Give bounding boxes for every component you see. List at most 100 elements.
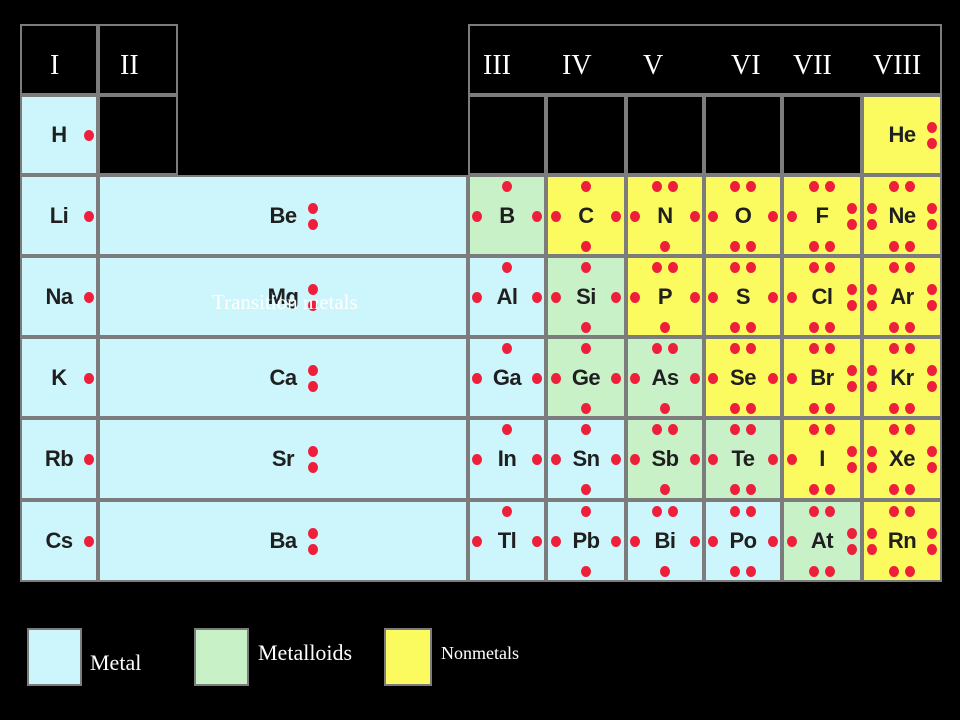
electron-dot (889, 342, 899, 354)
electron-dot (825, 506, 835, 517)
element-symbol: Ga (492, 364, 522, 390)
electron-dot (927, 299, 937, 311)
electron-dot (825, 321, 835, 333)
element-symbol: As (651, 364, 679, 390)
electron-dot (889, 506, 899, 517)
electron-dot (84, 291, 94, 303)
legend-label-nonmetals: Nonmetals (441, 643, 519, 663)
electron-dot (847, 528, 857, 539)
empty-cell (468, 95, 546, 175)
electron-dot (502, 424, 512, 435)
electron-dot (825, 402, 835, 414)
electron-dot (730, 506, 740, 517)
element-symbol: Ge (571, 364, 601, 390)
electron-dot (825, 261, 835, 273)
electron-dot (927, 462, 937, 473)
electron-dot (532, 536, 542, 547)
electron-dot (690, 372, 700, 384)
electron-dot (867, 528, 877, 539)
element-symbol: He (888, 122, 916, 147)
electron-dot (730, 402, 740, 414)
electron-dot (308, 544, 318, 555)
electron-dot (889, 402, 899, 414)
electron-dot (867, 544, 877, 555)
element-symbol: Cs (45, 528, 73, 553)
electron-dot (611, 210, 621, 222)
electron-dot (847, 283, 857, 295)
electron-dot (708, 536, 718, 547)
element-symbol: Sr (271, 446, 295, 471)
element-symbol: Cl (811, 283, 834, 309)
electron-dot (847, 380, 857, 392)
electron-dot (927, 218, 937, 230)
group-label: II (120, 50, 139, 81)
element-cell-s: S (704, 256, 782, 337)
element-symbol: Al (496, 283, 519, 309)
element-symbol: S (735, 283, 751, 309)
electron-dot (809, 506, 819, 517)
electron-dot (630, 210, 640, 222)
electron-dot (768, 454, 778, 465)
element-cell-b: B (468, 175, 546, 256)
electron-dot (905, 402, 915, 414)
element-symbol: Na (45, 283, 73, 309)
electron-dot (787, 372, 797, 384)
electron-dot (308, 446, 318, 457)
electron-dot (84, 536, 94, 547)
electron-dot (927, 283, 937, 295)
electron-dot (809, 484, 819, 495)
electron-dot (708, 210, 718, 222)
electron-dot (551, 372, 561, 384)
electron-dot (889, 240, 899, 252)
electron-dot (889, 484, 899, 495)
element-symbol: Ba (269, 528, 297, 553)
electron-dot (84, 130, 94, 141)
element-symbol: Pb (572, 528, 600, 553)
electron-dot (690, 291, 700, 303)
element-symbol: Se (730, 364, 756, 390)
electron-dot (867, 202, 877, 214)
element-cell-c: C (546, 175, 626, 256)
electron-dot (502, 342, 512, 354)
electron-dot (502, 261, 512, 273)
element-cell-rb: Rb (20, 418, 98, 500)
electron-dot (746, 484, 756, 495)
electron-dot (889, 180, 899, 192)
element-cell-po: Po (704, 500, 782, 582)
electron-dot (927, 380, 937, 392)
element-symbol: Tl (497, 528, 517, 553)
electron-dot (730, 180, 740, 192)
electron-dot (660, 402, 670, 414)
electron-dot (809, 321, 819, 333)
electron-dot (630, 536, 640, 547)
electron-dot (472, 291, 482, 303)
electron-dot (847, 218, 857, 230)
electron-dot (889, 566, 899, 577)
element-symbol: Po (729, 528, 757, 553)
group-label: VI (731, 50, 761, 81)
element-cell-h: H (20, 95, 98, 175)
electron-dot (308, 528, 318, 539)
electron-dot (889, 261, 899, 273)
electron-dot (472, 372, 482, 384)
element-symbol: Mg (267, 283, 299, 309)
element-cell-si: Si (546, 256, 626, 337)
element-cell-li: Li (20, 175, 98, 256)
element-cell-ge: Ge (546, 337, 626, 418)
electron-dot (927, 138, 937, 149)
electron-dot (746, 261, 756, 273)
electron-dot (472, 210, 482, 222)
group-label: V (643, 50, 664, 81)
electron-dot (84, 210, 94, 222)
empty-cell (704, 95, 782, 175)
group-label: VIII (873, 50, 922, 81)
electron-dot (668, 506, 678, 517)
electron-dot (927, 364, 937, 376)
electron-dot (927, 446, 937, 457)
electron-dot (551, 454, 561, 465)
element-symbol: P (657, 283, 673, 309)
electron-dot (867, 283, 877, 295)
electron-dot (690, 210, 700, 222)
element-symbol: Ar (890, 283, 914, 309)
element-symbol: I (819, 446, 825, 471)
